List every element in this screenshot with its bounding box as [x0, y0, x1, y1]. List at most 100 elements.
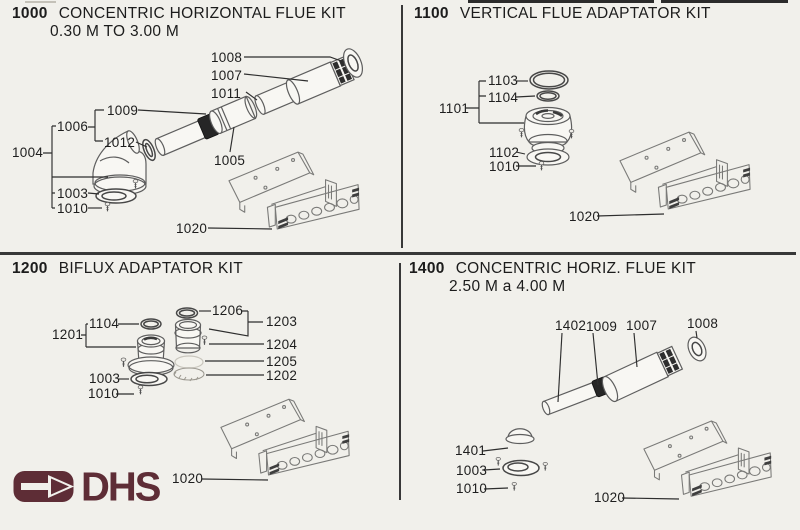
- screw-icon: [511, 481, 518, 492]
- scan-edge-mark: [661, 0, 788, 3]
- kit-number: 1400: [409, 260, 445, 277]
- o-ring-small-drawing: [536, 90, 560, 102]
- kit-title: CONCENTRIC HORIZONTAL FLUE KIT: [58, 5, 346, 22]
- gasket-drawing: [142, 138, 156, 162]
- part-label-1007: 1007: [626, 318, 657, 333]
- flange-gasket-drawing: [502, 459, 540, 477]
- leader-lines: [466, 80, 665, 217]
- vertical-adapter-drawing: [523, 106, 573, 155]
- vertical-divider-bottom: [399, 263, 401, 500]
- part-label-1205: 1205: [266, 354, 297, 369]
- hatched-plate-drawing: [173, 367, 205, 382]
- terminal-ring-drawing: [687, 336, 707, 362]
- exploded-diagram-1200: 1206 1104 1201 1203 1204 1205 1202 1003 …: [52, 303, 350, 486]
- dhs-logo: DHS: [13, 464, 161, 510]
- biflux-adapter-right-drawing: [174, 318, 202, 354]
- terminal-ring-drawing: [342, 48, 364, 78]
- part-label-1402: 1402: [555, 318, 586, 333]
- part-label-1008: 1008: [687, 316, 718, 331]
- o-ring-small-drawing: [140, 318, 162, 330]
- o-ring-small-drawing: [175, 307, 199, 319]
- part-label-1009: 1009: [586, 319, 617, 334]
- part-label-1003: 1003: [89, 371, 120, 386]
- kit-number: 1200: [12, 260, 48, 277]
- part-label-1009: 1009: [107, 103, 138, 118]
- part-label-1010: 1010: [456, 481, 487, 496]
- part-label-1004: 1004: [12, 145, 43, 160]
- leader-lines: [482, 330, 698, 500]
- kit-header: 1200 BIFLUX ADAPTATOR KIT: [12, 260, 243, 278]
- part-label-1206: 1206: [212, 303, 243, 318]
- exploded-diagram-1000: 1008 1007 1011 1009 1006 1012 1004 1005 …: [12, 48, 364, 236]
- exploded-diagram-1100: 1103 1104 1101 1102 1010 1020: [439, 70, 751, 224]
- part-label-1003: 1003: [57, 186, 88, 201]
- part-label-1006: 1006: [57, 119, 88, 134]
- part-label-1005: 1005: [214, 153, 245, 168]
- kit-header: 1400 CONCENTRIC HORIZ. FLUE KIT: [409, 260, 696, 278]
- screw-icon: [120, 357, 127, 368]
- terminal-pipe-drawing: [285, 55, 355, 105]
- arrow-right-icon: [13, 471, 74, 502]
- scan-edge-mark: [468, 0, 654, 3]
- part-label-1102: 1102: [489, 145, 519, 160]
- scan-edge-mark: [25, 1, 56, 3]
- wall-bracket-drawing: [228, 151, 360, 230]
- logo-text: DHS: [81, 464, 161, 510]
- inner-flue-pipe-drawing: [541, 376, 611, 416]
- biflux-adapter-left-drawing: [127, 334, 175, 376]
- part-label-1401: 1401: [455, 443, 486, 458]
- wall-bracket-drawing: [643, 420, 772, 497]
- screw-icon: [495, 456, 502, 467]
- gasket-disc-drawing: [174, 355, 204, 369]
- kit-subtitle: 2.50 M a 4.00 M: [449, 278, 566, 295]
- horizontal-divider: [0, 252, 796, 255]
- part-label-1012: 1012: [104, 135, 135, 150]
- part-label-1008: 1008: [211, 50, 242, 65]
- screw-icon: [518, 127, 525, 139]
- kit-title: CONCENTRIC HORIZ. FLUE KIT: [455, 260, 696, 277]
- part-label-1104: 1104: [89, 316, 119, 331]
- kit-header: 1000 CONCENTRIC HORIZONTAL FLUE KIT: [12, 5, 346, 23]
- leader-lines: [81, 310, 269, 481]
- panel-kit-1000: 1000 CONCENTRIC HORIZONTAL FLUE KIT 0.30 …: [0, 0, 402, 252]
- kit-title: VERTICAL FLUE ADAPTATOR KIT: [459, 5, 711, 22]
- vertical-divider-top: [401, 5, 403, 248]
- part-label-1020: 1020: [176, 221, 207, 236]
- kit-title: BIFLUX ADAPTATOR KIT: [58, 260, 243, 277]
- part-label-1010: 1010: [57, 201, 88, 216]
- part-label-1020: 1020: [594, 490, 625, 505]
- screw-icon: [137, 384, 144, 396]
- screw-icon: [542, 461, 549, 472]
- leader-lines: [43, 56, 345, 230]
- screw-icon: [538, 160, 545, 172]
- wall-bracket-drawing: [220, 398, 350, 476]
- screw-icon: [104, 201, 111, 213]
- kit-number: 1000: [12, 5, 48, 22]
- cover-dome-drawing: [505, 428, 535, 445]
- flange-gasket-drawing: [130, 371, 168, 387]
- terminal-pipe-drawing: [601, 345, 684, 403]
- screw-icon: [201, 335, 208, 346]
- panel-kit-1400: 1400 CONCENTRIC HORIZ. FLUE KIT 2.50 M a …: [401, 255, 800, 530]
- panel-kit-1200: 1200 BIFLUX ADAPTATOR KIT: [0, 255, 399, 530]
- kit-subtitle: 0.30 M TO 3.00 M: [50, 23, 180, 40]
- part-label-1020: 1020: [569, 209, 600, 224]
- pipe-coupler-drawing: [208, 95, 258, 135]
- panel-kit-1100: 1100 VERTICAL FLUE ADAPTATOR KIT: [402, 0, 800, 252]
- o-ring-large-drawing: [529, 70, 569, 90]
- inner-flue-pipe-drawing: [154, 113, 220, 157]
- part-label-1103: 1103: [488, 73, 518, 88]
- kit-header: 1100 VERTICAL FLUE ADAPTATOR KIT: [414, 5, 711, 23]
- part-label-1007: 1007: [211, 68, 242, 83]
- part-label-1020: 1020: [172, 471, 203, 486]
- part-label-1203: 1203: [266, 314, 297, 329]
- flange-gasket-drawing: [95, 188, 137, 204]
- kit-number: 1100: [414, 5, 449, 22]
- part-label-1010: 1010: [88, 386, 119, 401]
- part-label-1003: 1003: [456, 463, 487, 478]
- part-label-1104: 1104: [488, 90, 518, 105]
- part-label-1101: 1101: [439, 101, 469, 116]
- wall-bracket-drawing: [619, 131, 751, 210]
- part-label-1011: 1011: [211, 86, 241, 101]
